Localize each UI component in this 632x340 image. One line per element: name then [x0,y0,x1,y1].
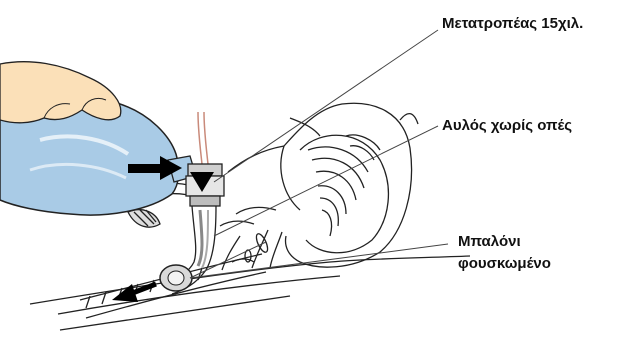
hand [0,62,121,123]
leader-lines [190,30,448,278]
inflated-cuff [160,265,192,291]
label-adapter: Μετατροπέας 15χιλ. [442,14,583,33]
label-cuff-line1: Μπαλόνι [458,232,521,251]
label-cuff-line2: φουσκωμένο [458,254,551,273]
label-tube: Αυλός χωρίς οπές [442,116,572,135]
leader-line-tube [214,126,438,236]
leader-line-adapter [214,30,438,182]
oxygen-line [198,112,208,164]
